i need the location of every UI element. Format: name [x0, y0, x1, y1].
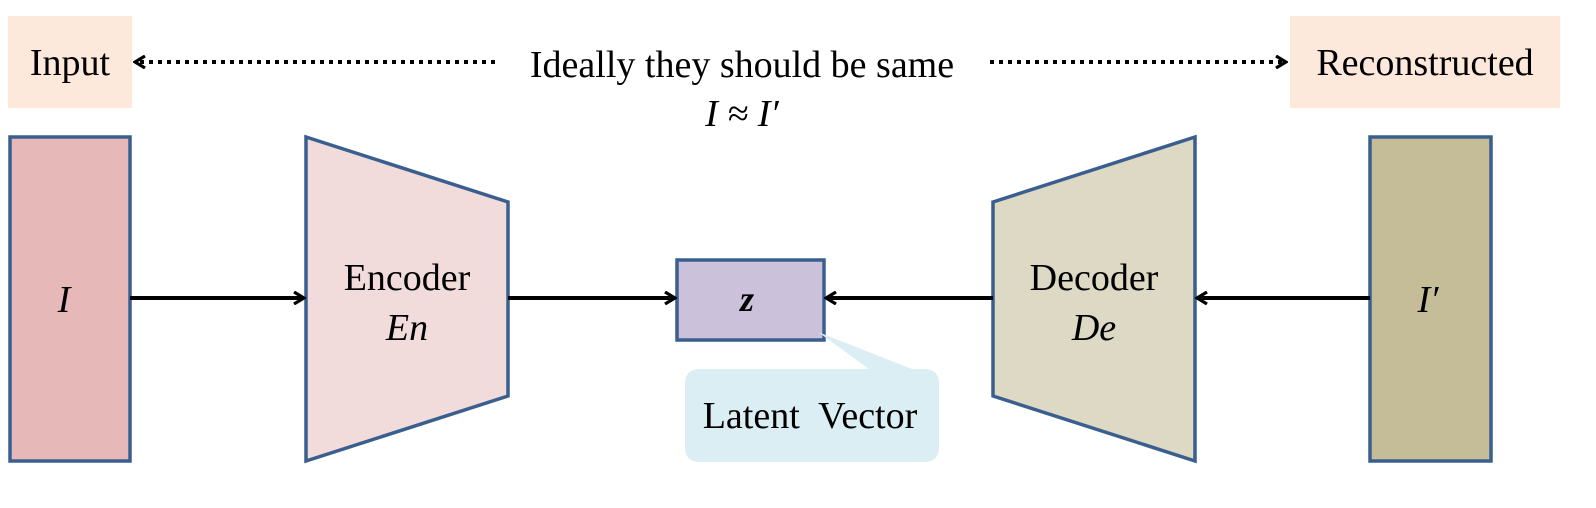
encoder-symbol: En — [385, 307, 428, 349]
input-block — [8, 135, 132, 463]
decoder-label: Decoder — [1030, 257, 1159, 299]
input-tag-label: Input — [30, 42, 111, 84]
encoder-label: Encoder — [344, 257, 471, 299]
latent-z-symbol: z — [738, 279, 754, 319]
reconstructed-tag-label: Reconstructed — [1316, 42, 1533, 84]
ideal-note: Ideally they should be same — [530, 44, 954, 86]
approx-equation: I ≈ I′ — [704, 93, 779, 135]
decoder-block — [991, 134, 1197, 464]
input-symbol: I — [57, 279, 73, 321]
output-symbol: I′ — [1417, 279, 1440, 321]
decoder-symbol: De — [1071, 307, 1116, 349]
input-tag — [8, 16, 132, 108]
encoder-block — [304, 134, 510, 464]
reconstructed-tag — [1290, 16, 1560, 108]
latent-vector-label: Latent Vector — [703, 395, 918, 437]
latent-z-block — [675, 258, 826, 342]
latent-vector-callout — [685, 332, 939, 462]
